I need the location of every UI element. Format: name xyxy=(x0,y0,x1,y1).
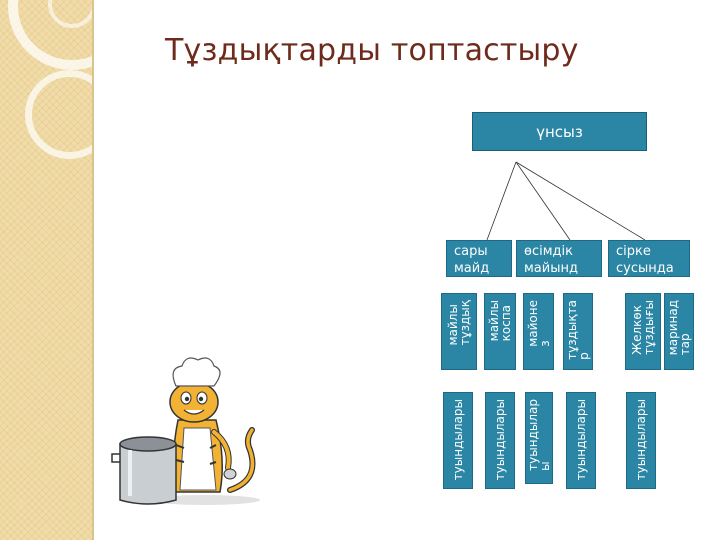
type-node: майлы коспа xyxy=(484,293,516,370)
type-node: Желкөк тұздығы xyxy=(625,293,661,370)
type-node-label: Желкөк тұздығы xyxy=(630,300,656,355)
apron-icon xyxy=(179,427,217,491)
derivative-node-label: туындылары xyxy=(451,399,465,481)
tail-icon xyxy=(228,428,255,492)
type-node-label: майлы коспа xyxy=(487,300,513,342)
type-node: маринад тар xyxy=(664,293,694,370)
derivative-node-label: туындылар ы xyxy=(526,399,552,471)
ring-decoration xyxy=(48,0,92,28)
derivative-node: туындылар ы xyxy=(525,392,553,484)
derivative-node-label: туындылары xyxy=(634,399,648,481)
type-node-label: маринад тар xyxy=(666,300,692,356)
derivative-node: туындылары xyxy=(485,392,515,489)
root-node: үнсыз xyxy=(472,112,647,151)
pupil-icon xyxy=(184,396,190,402)
type-node-label: майлы тұздық xyxy=(446,300,472,346)
derivative-node-label: туындылары xyxy=(493,399,507,481)
shadow xyxy=(150,495,260,505)
type-node: тұздықта р xyxy=(563,293,593,370)
root-node-label: үнсыз xyxy=(536,122,583,141)
type-node-label: майоне з xyxy=(525,300,552,347)
category-node-label: өсімдік майынд а xyxy=(524,244,578,293)
mouth-icon xyxy=(183,409,205,415)
pot-rim-icon xyxy=(119,436,177,452)
category-node-label: сірке сусында xyxy=(616,244,674,276)
type-node-label: тұздықта р xyxy=(565,300,591,360)
cat-head-icon xyxy=(169,381,219,423)
category-node: сары майд а xyxy=(446,240,512,293)
connector-line xyxy=(515,161,646,241)
sidebar-decoration xyxy=(0,0,92,540)
ladle-icon xyxy=(223,468,237,480)
type-node: майоне з xyxy=(523,293,554,370)
ring-decoration xyxy=(25,70,92,159)
derivative-node: туындылары xyxy=(443,392,473,489)
category-node: өсімдік майынд а xyxy=(516,240,602,293)
pot-handle-icon xyxy=(111,453,120,463)
chef-cat-illustration xyxy=(111,357,260,505)
sidebar-border xyxy=(92,0,94,540)
connector-line xyxy=(515,161,571,241)
derivative-node: туындылары xyxy=(626,392,656,489)
type-node: майлы тұздық xyxy=(441,293,477,370)
pupil-icon xyxy=(198,396,204,402)
derivative-node-label: туындылары xyxy=(574,399,588,481)
category-node-label: сары майд а xyxy=(454,244,490,293)
arm-icon xyxy=(212,430,231,470)
pot-icon xyxy=(119,443,177,505)
category-node: сірке сусында xyxy=(608,240,690,277)
connector-line xyxy=(486,161,517,241)
chef-hat-icon xyxy=(172,357,221,387)
derivative-node: туындылары xyxy=(566,392,596,489)
slide-title: Тұздықтарды топтастыру xyxy=(165,33,579,68)
stripe-icon xyxy=(175,444,217,465)
